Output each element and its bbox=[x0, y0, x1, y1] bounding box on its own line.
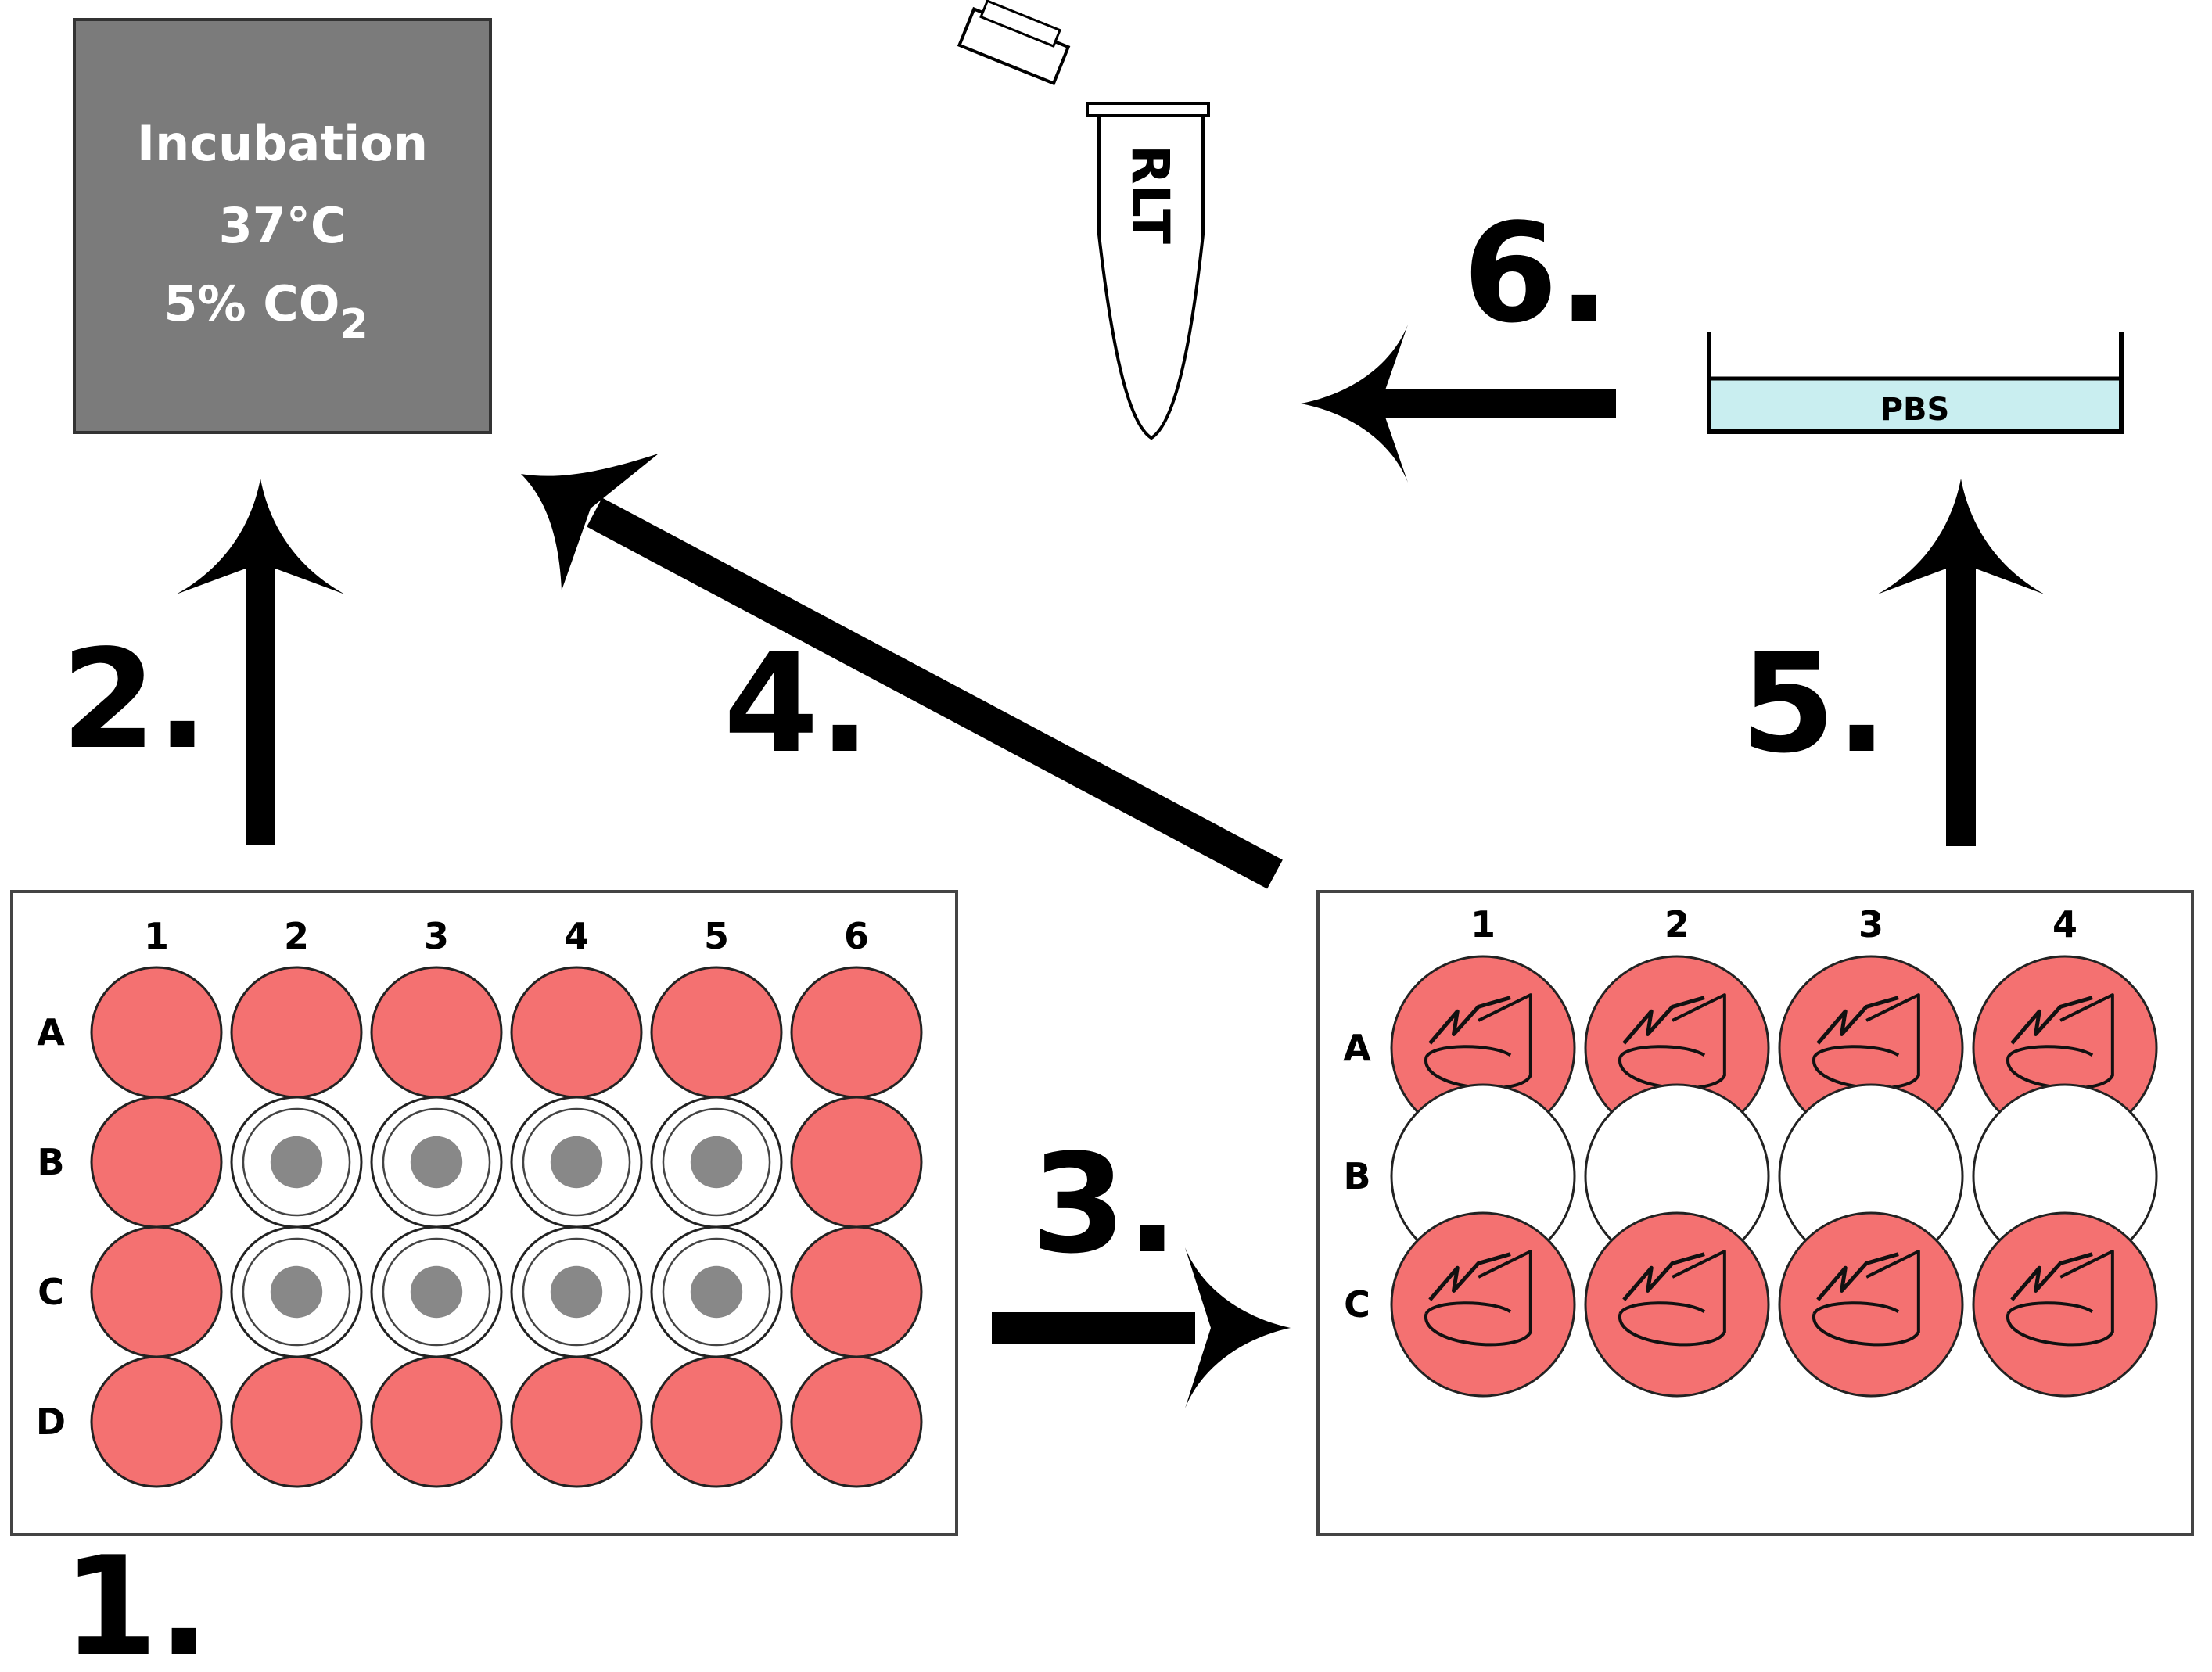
plate24-column-label: 2 bbox=[284, 915, 309, 957]
arrow-step-5 bbox=[1877, 479, 2045, 846]
pipette-sketch bbox=[2010, 1252, 2093, 1301]
dish-outline bbox=[1707, 332, 2124, 434]
step-2-label: 2. bbox=[61, 621, 208, 780]
plate24-column-label: 3 bbox=[424, 915, 449, 957]
well-medium bbox=[510, 966, 643, 1099]
pipette-sketch bbox=[1816, 996, 1899, 1045]
plate12-column-label: 2 bbox=[1664, 903, 1690, 945]
step-5-label: 5. bbox=[1740, 625, 1887, 784]
pipette-sketch bbox=[1428, 996, 1511, 1045]
plate24-row-label: B bbox=[37, 1141, 64, 1183]
arrows bbox=[176, 325, 2045, 1408]
incubator-title: Incubation bbox=[137, 115, 428, 172]
plate12-column-label: 4 bbox=[2052, 903, 2077, 945]
plate12-column-label: 3 bbox=[1858, 903, 1883, 945]
plate12-row-label: B bbox=[1343, 1155, 1370, 1197]
well-medium bbox=[790, 1096, 923, 1229]
incubator-box bbox=[73, 18, 492, 434]
well-insert bbox=[650, 1096, 783, 1229]
plate-12-well: 1 2 3 4 A B C bbox=[1316, 890, 2194, 1536]
step-labels: 1. 2. 3. 4. 5. 6. bbox=[61, 195, 1887, 1672]
well-insert bbox=[370, 1096, 503, 1229]
pbs-liquid bbox=[1709, 379, 2121, 432]
well-insert-medium bbox=[1390, 955, 1576, 1141]
tube-lid bbox=[957, 0, 1071, 86]
well-medium bbox=[90, 1225, 223, 1358]
pipette-sketch bbox=[1622, 1252, 1705, 1301]
arrow-step-2 bbox=[176, 479, 345, 845]
incubator: Incubation 37°C 5% CO2 bbox=[73, 18, 492, 434]
well-insert bbox=[650, 1225, 783, 1358]
well-insert bbox=[370, 1225, 503, 1358]
plate-24-column-labels: 1 2 3 4 5 6 bbox=[144, 915, 869, 957]
well-insert-medium bbox=[1972, 1211, 2158, 1398]
well-medium bbox=[230, 1355, 363, 1488]
plate-12-wells bbox=[1390, 955, 2158, 1398]
insert-sketch bbox=[1424, 1250, 1532, 1347]
pbs-dish: PBS bbox=[1707, 332, 2124, 434]
pipette-sketch bbox=[2010, 996, 2093, 1045]
pbs-label: PBS bbox=[1880, 392, 1950, 428]
tube-body bbox=[1097, 114, 1205, 440]
arrow-step-4 bbox=[521, 454, 1283, 889]
plate24-column-label: 1 bbox=[144, 915, 169, 957]
well-insert-medium bbox=[1390, 1211, 1576, 1398]
well-medium bbox=[370, 1355, 503, 1488]
plate12-row-label: C bbox=[1344, 1283, 1370, 1326]
well-medium bbox=[790, 1225, 923, 1358]
plate12-row-label: A bbox=[1343, 1027, 1371, 1069]
plate24-column-label: 4 bbox=[564, 915, 589, 957]
plate24-column-label: 5 bbox=[704, 915, 729, 957]
plate-12-row-labels: A B C bbox=[1343, 1027, 1371, 1326]
pipette-sketch bbox=[1816, 1252, 1899, 1301]
well-insert-medium bbox=[1778, 1211, 1964, 1398]
arrow-step-6 bbox=[1301, 325, 1616, 483]
plate24-row-label: D bbox=[36, 1401, 66, 1443]
step-4-label: 4. bbox=[724, 625, 871, 784]
well-medium bbox=[90, 1096, 223, 1229]
well-insert-medium bbox=[1584, 955, 1770, 1141]
well-medium bbox=[230, 966, 363, 1099]
plate-24-wells bbox=[90, 966, 923, 1488]
well-medium bbox=[90, 966, 223, 1099]
plate-12-column-labels: 1 2 3 4 bbox=[1470, 903, 2077, 945]
well-insert-medium bbox=[1584, 1211, 1770, 1398]
plate12-column-label: 1 bbox=[1470, 903, 1496, 945]
plate24-row-label: C bbox=[38, 1271, 64, 1313]
tube-label: RLT bbox=[1120, 145, 1180, 244]
incubator-temperature: 37°C bbox=[219, 197, 347, 254]
step-3-label: 3. bbox=[1031, 1125, 1178, 1284]
plate-24-well: 1 2 3 4 5 6 A B C D bbox=[10, 890, 958, 1536]
well-insert bbox=[510, 1225, 643, 1358]
pipette-sketch bbox=[1622, 996, 1705, 1045]
rlt-tube: RLT bbox=[957, 0, 1210, 440]
well-insert bbox=[230, 1096, 363, 1229]
well-insert bbox=[230, 1225, 363, 1358]
insert-sketch bbox=[1618, 1250, 1726, 1347]
plate24-row-label: A bbox=[37, 1011, 65, 1053]
pipette-sketch bbox=[1428, 1252, 1511, 1301]
arrow-step-3 bbox=[992, 1247, 1291, 1408]
plate24-column-label: 6 bbox=[844, 915, 869, 957]
well-medium bbox=[650, 966, 783, 1099]
well-medium bbox=[90, 1355, 223, 1488]
well-medium bbox=[370, 966, 503, 1099]
well-medium bbox=[650, 1355, 783, 1488]
insert-sketch bbox=[1812, 1250, 1920, 1347]
tube-rim bbox=[1086, 102, 1210, 117]
step-6-label: 6. bbox=[1463, 195, 1610, 353]
well-medium bbox=[790, 966, 923, 1099]
insert-sketch bbox=[2006, 1250, 2114, 1347]
plate-24-row-labels: A B C D bbox=[36, 1011, 66, 1443]
well-medium bbox=[790, 1355, 923, 1488]
well-insert bbox=[510, 1096, 643, 1229]
well-medium bbox=[510, 1355, 643, 1488]
step-1-label: 1. bbox=[63, 1528, 210, 1672]
incubator-co2: 5% CO2 bbox=[163, 275, 368, 348]
